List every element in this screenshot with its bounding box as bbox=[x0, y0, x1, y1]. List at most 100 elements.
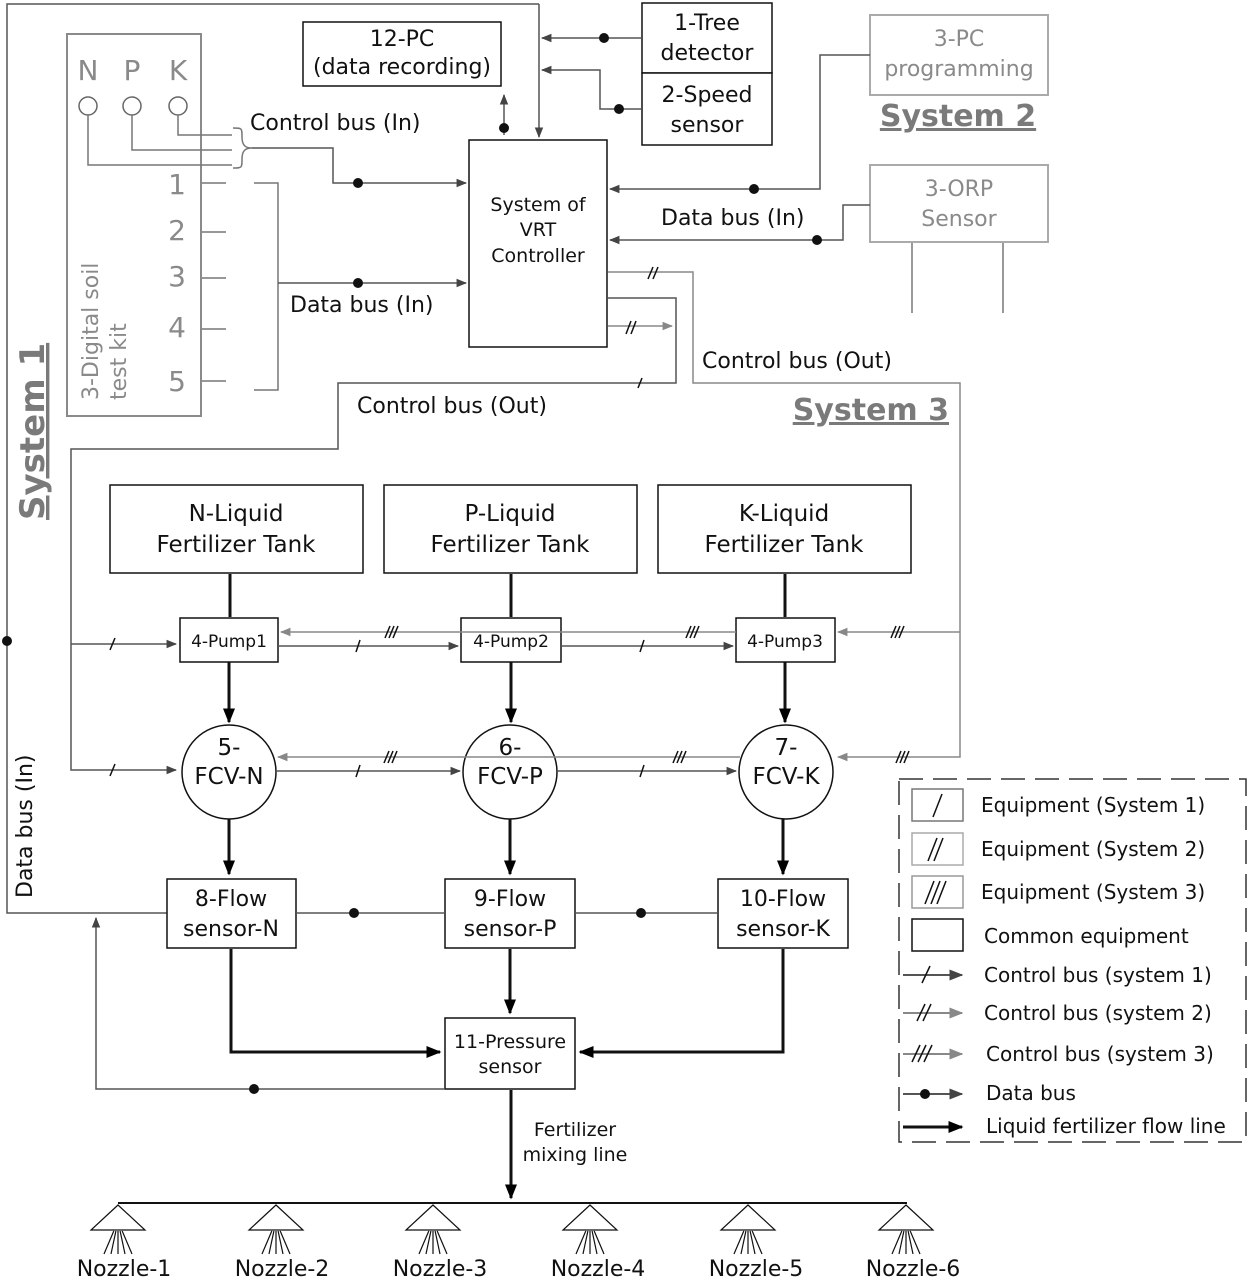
flow-sensor-n-line2: sensor-N bbox=[183, 917, 279, 942]
tank-k-line1: K-Liquid bbox=[739, 501, 829, 527]
orp-sensor-box bbox=[869, 164, 1049, 243]
nozzle-1-label: Nozzle-1 bbox=[77, 1257, 172, 1282]
soil-test-kit: N P K 3-Digital soil test kit 1 2 3 4 5 bbox=[66, 33, 279, 417]
nozzle-5-label: Nozzle-5 bbox=[709, 1257, 804, 1282]
kit-pin-3: 3 bbox=[168, 260, 186, 293]
kit-pin-5: 5 bbox=[168, 365, 186, 398]
controller-line2: VRT bbox=[520, 219, 557, 241]
tank-n: N-Liquid Fertilizer Tank bbox=[109, 484, 364, 574]
flow-sensor-p-line1: 9-Flow bbox=[474, 887, 546, 912]
tree-detector-line2: detector bbox=[661, 41, 755, 66]
flow-sensor-n-line1: 8-Flow bbox=[195, 887, 267, 912]
vrt-controller-box bbox=[468, 139, 608, 348]
fcv-k-line1: 7- bbox=[775, 735, 798, 761]
tree-detector-box bbox=[641, 2, 773, 74]
kit-port-k bbox=[168, 96, 188, 116]
legend-item-6: Control bus (system 2) bbox=[984, 1001, 1212, 1025]
label-control-bus-in: Control bus (In) bbox=[250, 111, 420, 136]
kit-label-n: N bbox=[78, 54, 99, 87]
label-control-bus-out-left: Control bus (Out) bbox=[357, 394, 547, 419]
kit-port-n bbox=[78, 96, 98, 116]
fcv-k-line2: FCV-K bbox=[752, 764, 820, 790]
pressure-sensor-line1: 11-Pressure bbox=[454, 1031, 566, 1053]
fcv-k bbox=[738, 724, 834, 820]
pump-2 bbox=[460, 617, 562, 663]
controller-line3: Controller bbox=[491, 245, 585, 267]
pc-recording-box bbox=[302, 21, 502, 87]
nozzle-5-icon bbox=[719, 1204, 777, 1255]
tank-n-line2: Fertilizer Tank bbox=[157, 532, 317, 558]
nozzle-1-icon bbox=[89, 1204, 147, 1255]
flow-sensor-k-line1: 10-Flow bbox=[740, 887, 826, 912]
legend-item-9: Liquid fertilizer flow line bbox=[986, 1114, 1226, 1138]
flow-sensor-k bbox=[717, 878, 849, 949]
orp-sensor-line1: 3-ORP bbox=[925, 177, 993, 202]
label-data-bus-in-right: Data bus (In) bbox=[661, 206, 804, 231]
mixing-line-label-2: mixing line bbox=[523, 1144, 628, 1166]
legend-item-3: Equipment (System 3) bbox=[981, 880, 1205, 904]
fcv-n-line1: 5- bbox=[218, 735, 241, 761]
soil-kit-box bbox=[66, 33, 202, 417]
legend: Equipment (System 1) Equipment (System 2… bbox=[898, 778, 1247, 1143]
legend-item-5: Control bus (system 1) bbox=[984, 963, 1212, 987]
system-3-label: System 3 bbox=[793, 393, 949, 428]
mixing-line-label-1: Fertilizer bbox=[534, 1119, 616, 1141]
kit-label-p: P bbox=[124, 54, 141, 87]
nozzle-2-icon bbox=[247, 1204, 305, 1255]
legend-item-8: Data bus bbox=[986, 1081, 1076, 1105]
pump-1 bbox=[179, 617, 279, 663]
label-control-bus-out-right: Control bus (Out) bbox=[702, 349, 892, 374]
legend-item-2: Equipment (System 2) bbox=[981, 837, 1205, 861]
nozzle-3-label: Nozzle-3 bbox=[393, 1257, 488, 1282]
kit-port-p bbox=[122, 96, 142, 116]
label-data-bus-in-kit: Data bus (In) bbox=[290, 293, 433, 318]
pc-programming-box bbox=[869, 14, 1049, 96]
legend-item-7: Control bus (system 3) bbox=[986, 1042, 1214, 1066]
kit-pin-4: 4 bbox=[168, 311, 186, 344]
flow-sensor-k-line2: sensor-K bbox=[736, 917, 830, 942]
speed-sensor-box bbox=[641, 72, 773, 146]
nozzle-4-icon bbox=[561, 1204, 619, 1255]
nozzle-3-icon bbox=[404, 1204, 462, 1255]
nozzle-2-label: Nozzle-2 bbox=[235, 1257, 330, 1282]
flow-sensor-n bbox=[166, 878, 297, 949]
nozzle-6-label: Nozzle-6 bbox=[866, 1257, 961, 1282]
flow-sensor-p-line2: sensor-P bbox=[464, 917, 557, 942]
tank-p-line1: P-Liquid bbox=[464, 501, 555, 527]
nozzle-6-icon bbox=[877, 1204, 935, 1255]
pump-3 bbox=[735, 617, 836, 663]
fcv-p-line2: FCV-P bbox=[477, 764, 543, 790]
pc-recording-line1: 12-PC bbox=[370, 27, 435, 52]
legend-item-1: Equipment (System 1) bbox=[981, 793, 1205, 817]
kit-title-2: test kit bbox=[107, 323, 132, 400]
pump-2-label: 4-Pump2 bbox=[473, 632, 549, 652]
tank-p: P-Liquid Fertilizer Tank bbox=[383, 484, 638, 574]
controller-line1: System of bbox=[490, 194, 587, 216]
label-data-bus-in-left: Data bus (In) bbox=[13, 755, 38, 898]
tank-k: K-Liquid Fertilizer Tank bbox=[657, 484, 912, 574]
pc-programming-line2: programming bbox=[884, 57, 1033, 82]
pc-recording-line2: (data recording) bbox=[313, 55, 491, 80]
tree-detector-line1: 1-Tree bbox=[674, 11, 740, 36]
system-2-label: System 2 bbox=[880, 99, 1036, 134]
fcv-n-line2: FCV-N bbox=[194, 764, 263, 790]
system-1-label: System 1 bbox=[13, 343, 53, 520]
nozzle-4-label: Nozzle-4 bbox=[551, 1257, 646, 1282]
tank-k-line2: Fertilizer Tank bbox=[705, 532, 865, 558]
kit-pin-2: 2 bbox=[168, 214, 186, 247]
flow-sensor-p bbox=[444, 878, 576, 949]
kit-label-k: K bbox=[169, 54, 188, 87]
speed-sensor-line1: 2-Speed bbox=[662, 83, 753, 108]
tank-p-line2: Fertilizer Tank bbox=[431, 532, 591, 558]
legend-item-4: Common equipment bbox=[984, 924, 1189, 948]
kit-pin-1: 1 bbox=[168, 168, 186, 201]
orp-sensor-line2: Sensor bbox=[921, 207, 997, 232]
kit-title-1: 3-Digital soil bbox=[79, 263, 104, 400]
pressure-sensor bbox=[444, 1017, 576, 1090]
speed-sensor-line2: sensor bbox=[671, 113, 745, 138]
tank-n-line1: N-Liquid bbox=[189, 501, 284, 527]
pc-programming-line1: 3-PC bbox=[934, 27, 985, 52]
pump-3-label: 4-Pump3 bbox=[747, 632, 823, 652]
pressure-sensor-line2: sensor bbox=[479, 1056, 542, 1078]
